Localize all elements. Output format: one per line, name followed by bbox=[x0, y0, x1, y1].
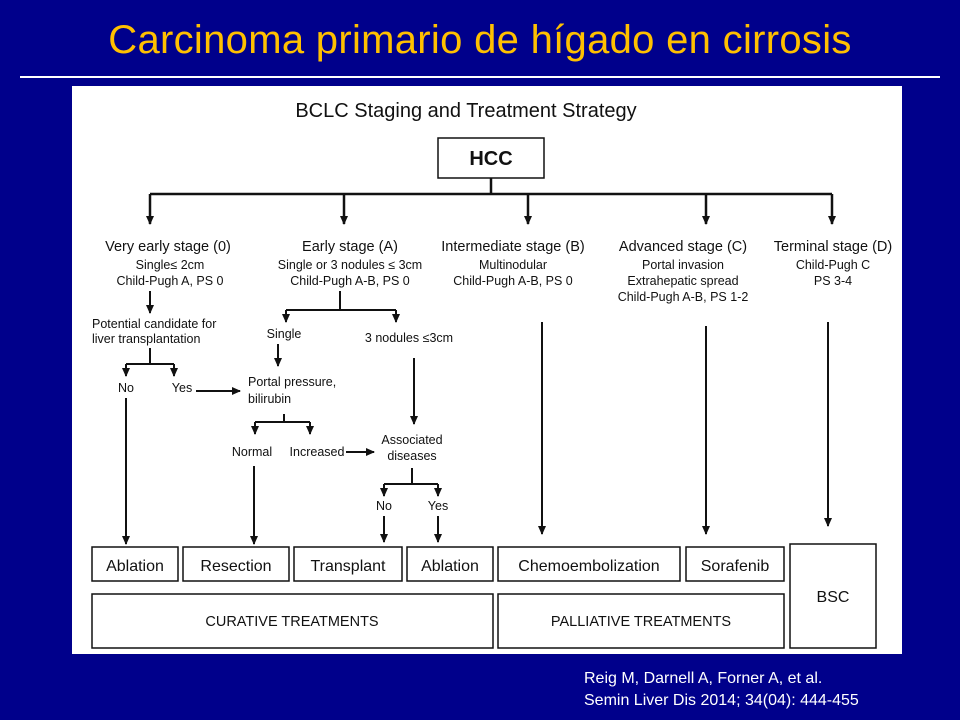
stage-terminal: Terminal stage (D) Child-Pugh C PS 3-4 bbox=[774, 239, 892, 288]
ablation-1-box bbox=[91, 546, 179, 582]
ablation-2-box bbox=[406, 546, 494, 582]
single-label: Single bbox=[267, 327, 302, 341]
increased-label: Increased bbox=[290, 445, 345, 459]
candidate-line-2: liver transplantation bbox=[92, 332, 200, 346]
early-branch: Single 3 nodules ≤3cm Portal pressure, b… bbox=[232, 291, 453, 545]
chemo-label: Chemoembolization bbox=[518, 558, 659, 575]
candidate-line-1: Potential candidate for bbox=[92, 317, 216, 331]
stage-terminal-status: PS 3-4 bbox=[814, 274, 852, 288]
resection-box bbox=[182, 546, 290, 582]
palliative-label: PALLIATIVE TREATMENTS bbox=[551, 614, 731, 630]
ablation-2-label: Ablation bbox=[421, 558, 479, 575]
portal-pressure-line-2: bilirubin bbox=[248, 392, 291, 406]
hcc-label: HCC bbox=[469, 148, 512, 170]
stage-terminal-title: Terminal stage (D) bbox=[774, 239, 892, 255]
stage-terminal-criteria: Child-Pugh C bbox=[796, 258, 870, 272]
portal-pressure-line-1: Portal pressure, bbox=[248, 375, 336, 389]
stage-advanced-criteria-1: Portal invasion bbox=[642, 258, 724, 272]
stage-very-early: Very early stage (0) Single≤ 2cm Child-P… bbox=[105, 239, 231, 288]
associated-diseases-line-1: Associated bbox=[381, 433, 442, 447]
curative-box bbox=[91, 593, 494, 649]
ablation-1-label: Ablation bbox=[106, 558, 164, 575]
assoc-yes-label: Yes bbox=[428, 499, 448, 513]
palliative-box bbox=[497, 593, 785, 649]
very-early-yes: Yes bbox=[172, 381, 192, 395]
normal-label: Normal bbox=[232, 445, 272, 459]
bclc-figure: BCLC Staging and Treatment Strategy HCC … bbox=[72, 86, 902, 654]
stage-intermediate-criteria: Multinodular bbox=[479, 258, 547, 272]
stage-very-early-criteria: Single≤ 2cm bbox=[136, 258, 205, 272]
very-early-branch: Potential candidate for liver transplant… bbox=[92, 291, 241, 545]
bclc-flowchart: BCLC Staging and Treatment Strategy HCC … bbox=[91, 100, 892, 649]
citation-journal: Semin Liver Dis 2014; 34(04): 444-455 bbox=[584, 692, 859, 709]
associated-diseases-line-2: diseases bbox=[387, 449, 436, 463]
very-early-no: No bbox=[118, 381, 134, 395]
treatment-boxes bbox=[91, 543, 877, 649]
stage-intermediate-title: Intermediate stage (B) bbox=[441, 239, 584, 255]
stage-intermediate: Intermediate stage (B) Multinodular Chil… bbox=[441, 239, 584, 288]
bsc-box bbox=[789, 543, 877, 649]
stage-advanced-status: Child-Pugh A-B, PS 1-2 bbox=[618, 290, 749, 304]
assoc-no-label: No bbox=[376, 499, 392, 513]
three-nodules-label: 3 nodules ≤3cm bbox=[365, 331, 453, 345]
transplant-label: Transplant bbox=[311, 558, 387, 575]
stage-intermediate-status: Child-Pugh A-B, PS 0 bbox=[453, 274, 573, 288]
curative-label: CURATIVE TREATMENTS bbox=[205, 614, 378, 630]
stage-early: Early stage (A) Single or 3 nodules ≤ 3c… bbox=[278, 239, 422, 288]
stage-early-title: Early stage (A) bbox=[302, 239, 398, 255]
slide-title: Carcinoma primario de hígado en cirrosis bbox=[108, 18, 852, 62]
transplant-box bbox=[293, 546, 403, 582]
stage-very-early-status: Child-Pugh A, PS 0 bbox=[116, 274, 223, 288]
stage-advanced-criteria-2: Extrahepatic spread bbox=[627, 274, 738, 288]
title-divider bbox=[20, 76, 940, 78]
chemo-box bbox=[497, 546, 681, 582]
hcc-box bbox=[437, 137, 545, 179]
stage-early-criteria: Single or 3 nodules ≤ 3cm bbox=[278, 258, 422, 272]
citation: Reig M, Darnell A, Forner A, et al. Semi… bbox=[584, 668, 859, 712]
diagram-title: BCLC Staging and Treatment Strategy bbox=[295, 100, 636, 122]
stage-early-status: Child-Pugh A-B, PS 0 bbox=[290, 274, 410, 288]
stage-very-early-title: Very early stage (0) bbox=[105, 239, 231, 255]
resection-label: Resection bbox=[200, 558, 271, 575]
stage-advanced-title: Advanced stage (C) bbox=[619, 239, 747, 255]
palliative-arrows bbox=[538, 322, 832, 535]
bsc-label: BSC bbox=[817, 589, 850, 606]
sorafenib-label: Sorafenib bbox=[701, 558, 770, 575]
stage-advanced: Advanced stage (C) Portal invasion Extra… bbox=[618, 239, 749, 304]
citation-authors: Reig M, Darnell A, Forner A, et al. bbox=[584, 670, 823, 687]
sorafenib-box bbox=[685, 546, 785, 582]
top-branch-connectors bbox=[146, 178, 836, 225]
